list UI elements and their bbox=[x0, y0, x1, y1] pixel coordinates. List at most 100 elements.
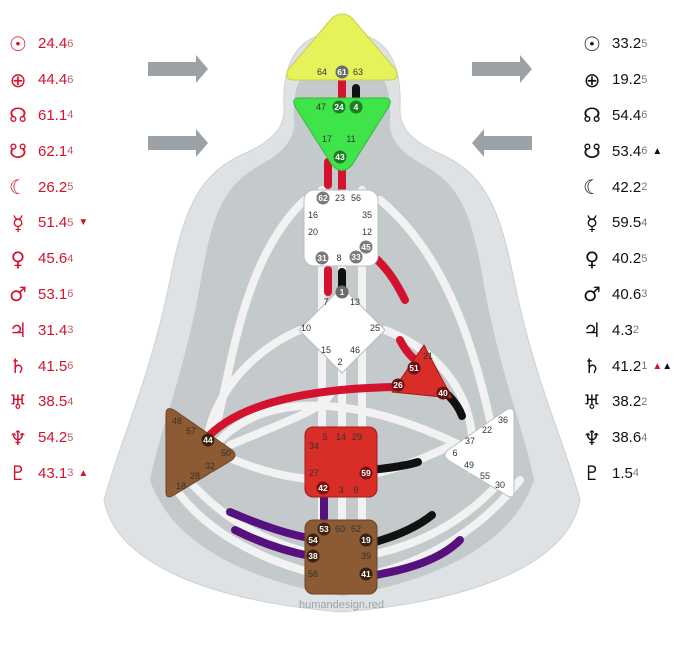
gate-line-value: 44.4 bbox=[38, 71, 68, 89]
gate-7: 7 bbox=[323, 297, 328, 307]
gate-53: 53 bbox=[319, 524, 329, 534]
color-value: 3 bbox=[67, 467, 74, 480]
gate-48: 48 bbox=[172, 416, 182, 426]
gate-6: 6 bbox=[452, 448, 457, 458]
pluto-icon: ♇ bbox=[9, 461, 27, 486]
fixing-marker-icon: ▲ bbox=[652, 145, 663, 157]
gate-19: 19 bbox=[361, 535, 371, 545]
gate-line-value: 1.5 bbox=[612, 464, 633, 482]
gate-line-value: 40.2 bbox=[612, 250, 642, 268]
gate-line-value: 31.4 bbox=[38, 321, 68, 339]
gate-marker-51 bbox=[407, 361, 421, 375]
gate-59: 59 bbox=[361, 468, 371, 478]
gate-marker-4 bbox=[349, 100, 363, 114]
gate-22: 22 bbox=[482, 425, 492, 435]
color-value: 2 bbox=[641, 395, 648, 408]
color-value: 3 bbox=[67, 324, 74, 337]
arrow-top-left-icon bbox=[148, 55, 208, 83]
gate-marker-43 bbox=[333, 150, 347, 164]
gate-line-value: 43.1 bbox=[38, 464, 68, 482]
gate-24: 24 bbox=[334, 102, 344, 112]
gate-42: 42 bbox=[318, 483, 328, 493]
gate-marker-41 bbox=[359, 567, 373, 581]
gate-marker-44 bbox=[201, 433, 215, 447]
gate-41: 41 bbox=[361, 569, 371, 579]
color-value: 2 bbox=[632, 324, 639, 337]
gate-marker-38 bbox=[306, 549, 320, 563]
arrow-bottom-right-icon bbox=[472, 129, 532, 157]
gate-2: 2 bbox=[337, 357, 342, 367]
gate-39: 39 bbox=[361, 551, 371, 561]
color-value: 5 bbox=[67, 431, 74, 444]
gate-line-value: 53.4 bbox=[612, 142, 642, 160]
gate-line-value: 59.5 bbox=[612, 214, 642, 232]
color-value: 5 bbox=[641, 252, 648, 265]
gate-52: 52 bbox=[351, 524, 361, 534]
spleen-center bbox=[165, 408, 236, 498]
gate-35: 35 bbox=[362, 210, 372, 220]
gate-line-value: 53.1 bbox=[38, 285, 68, 303]
north-node-icon: ☊ bbox=[583, 103, 601, 128]
gate-line-value: 38.2 bbox=[612, 393, 642, 411]
gate-line-value: 54.4 bbox=[612, 106, 642, 124]
gate-58: 58 bbox=[308, 569, 318, 579]
gate-line-value: 33.2 bbox=[612, 35, 642, 53]
gate-44: 44 bbox=[203, 435, 213, 445]
watermark: humandesign.red bbox=[298, 599, 384, 611]
gate-51: 51 bbox=[409, 363, 419, 373]
solar-plexus-center bbox=[444, 408, 515, 498]
gate-marker-33 bbox=[349, 250, 363, 264]
color-value: 5 bbox=[641, 73, 648, 86]
uranus-icon: ♅ bbox=[583, 389, 601, 414]
gate-27: 27 bbox=[309, 468, 319, 478]
arrow-top-right-icon bbox=[472, 55, 532, 83]
gate-marker-53 bbox=[317, 522, 331, 536]
gate-9: 9 bbox=[353, 485, 358, 495]
gate-61: 61 bbox=[337, 67, 347, 77]
gate-49: 49 bbox=[464, 460, 474, 470]
color-value: 6 bbox=[67, 288, 74, 301]
color-value: 1 bbox=[641, 360, 648, 373]
gate-57: 57 bbox=[186, 426, 196, 436]
color-value: 4 bbox=[67, 252, 74, 265]
gate-29: 29 bbox=[352, 432, 362, 442]
gate-36: 36 bbox=[498, 415, 508, 425]
g-center bbox=[298, 286, 386, 374]
gate-23: 23 bbox=[335, 193, 345, 203]
gate-32: 32 bbox=[205, 461, 215, 471]
gate-64: 64 bbox=[317, 67, 327, 77]
color-value: 5 bbox=[67, 181, 74, 194]
jupiter-icon: ♃ bbox=[583, 318, 601, 343]
moon-icon: ☾ bbox=[583, 175, 601, 200]
color-value: 3 bbox=[641, 288, 648, 301]
mercury-icon: ☿ bbox=[585, 210, 599, 235]
gate-line-value: 40.6 bbox=[612, 285, 642, 303]
earth-icon: ⊕ bbox=[9, 67, 27, 92]
color-value: 4 bbox=[641, 216, 648, 229]
gate-marker-40 bbox=[436, 386, 450, 400]
gate-54: 54 bbox=[308, 535, 318, 545]
sun-icon: ☉ bbox=[9, 31, 27, 56]
gate-40: 40 bbox=[438, 388, 448, 398]
gate-47: 47 bbox=[316, 102, 326, 112]
color-value: 6 bbox=[641, 109, 648, 122]
gate-marker-26 bbox=[391, 378, 405, 392]
fixing-marker-icon: ▲▲ bbox=[652, 360, 673, 372]
ajna-center bbox=[293, 97, 391, 171]
gate-56: 56 bbox=[351, 193, 361, 203]
gate-45: 45 bbox=[361, 242, 371, 252]
